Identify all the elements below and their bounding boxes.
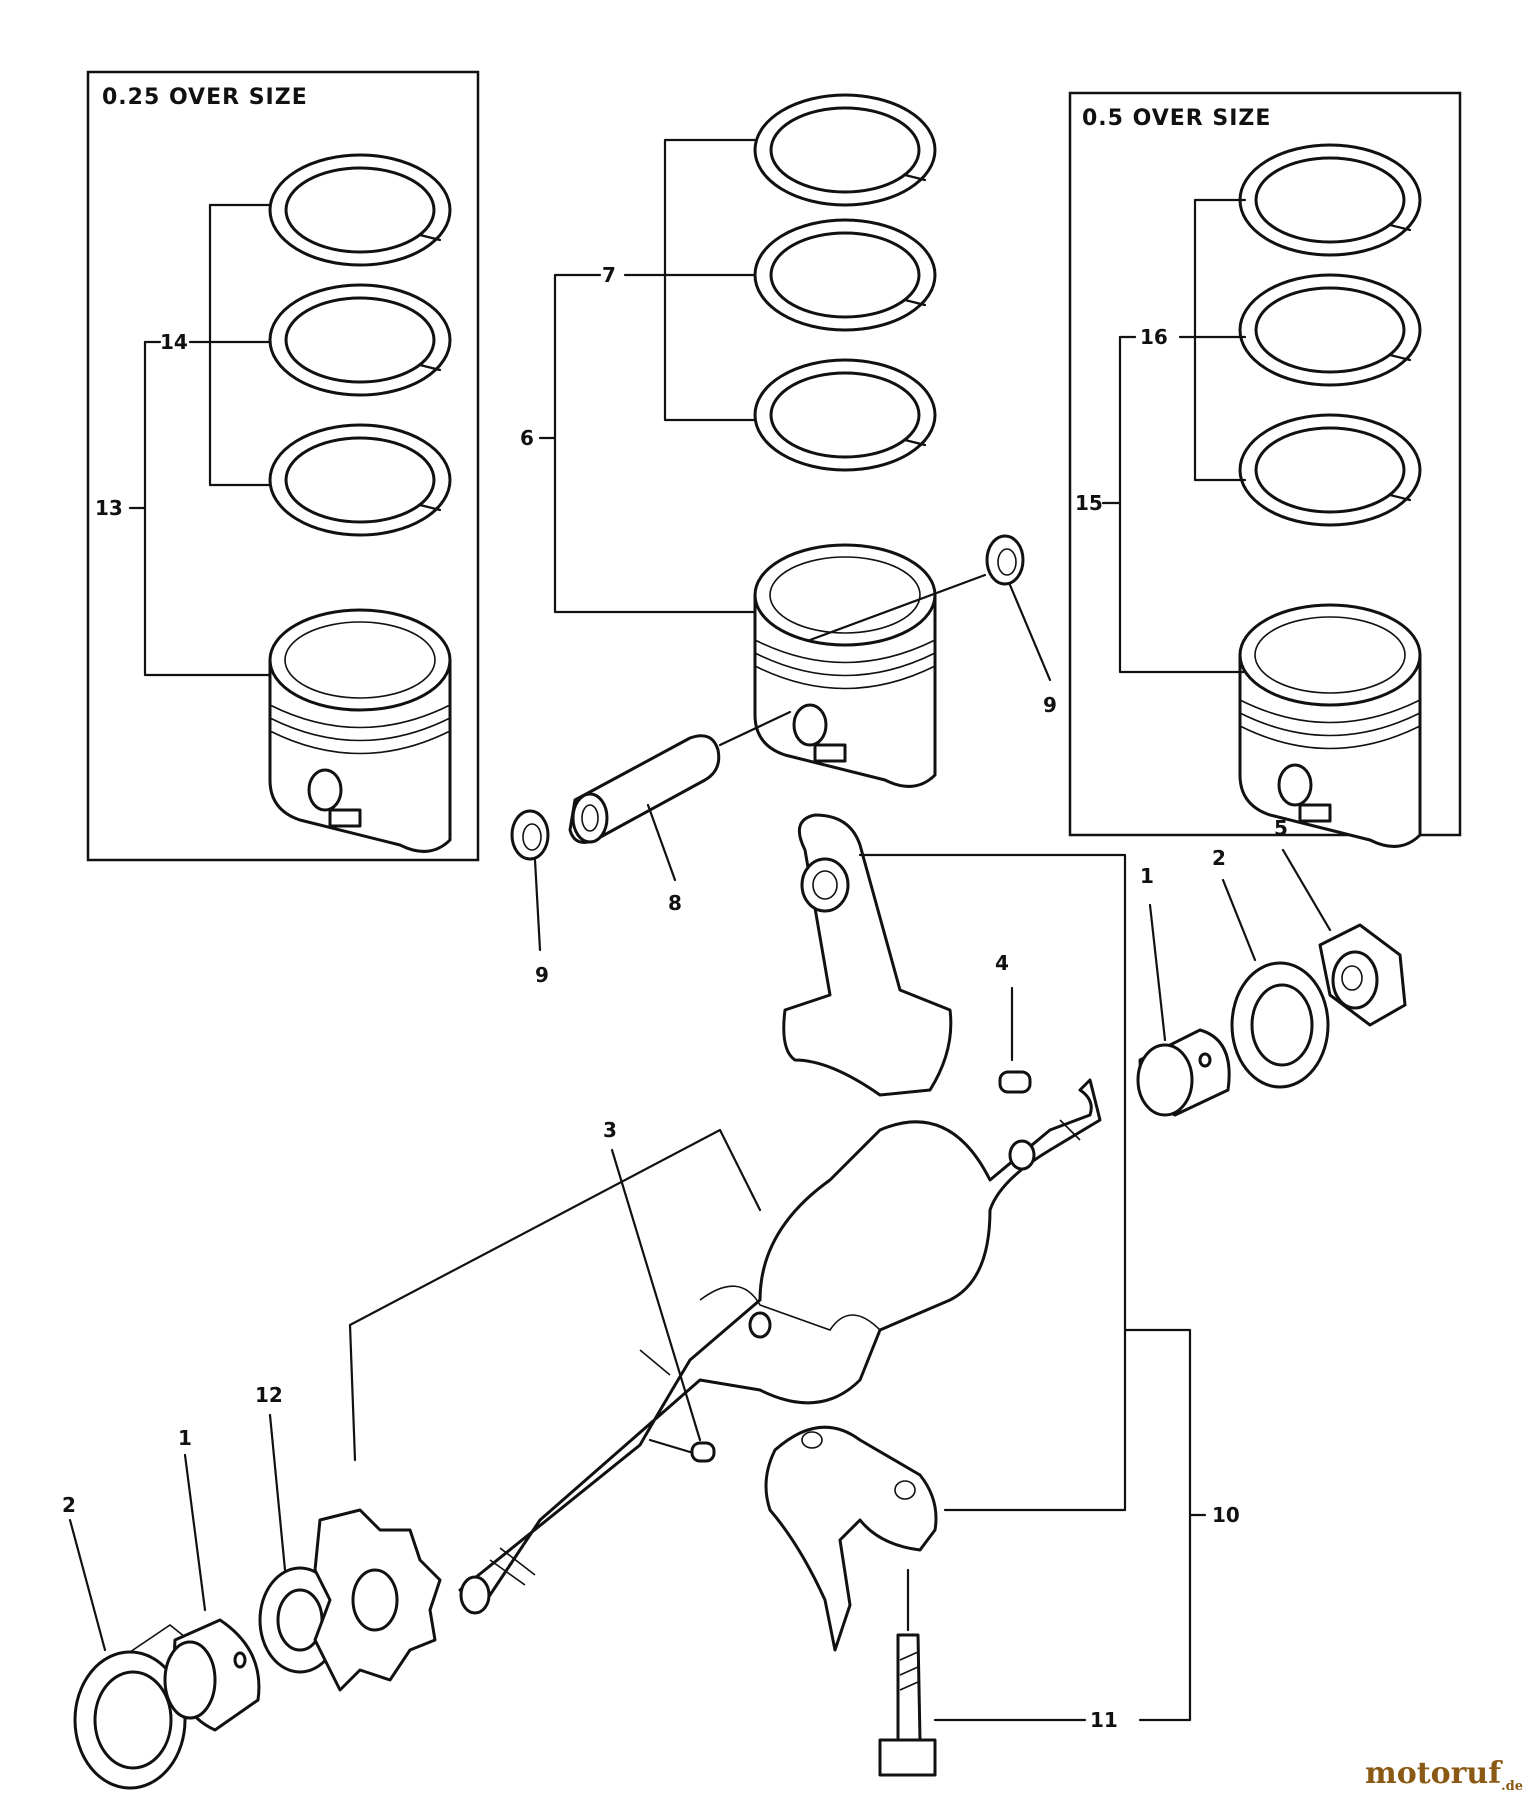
dowel-pin [998, 1070, 1032, 1094]
oversize-box-right-title: 0.5 OVER SIZE [1082, 106, 1271, 131]
connecting-rod-cap [764, 1425, 938, 1652]
leader-1-left [183, 1453, 207, 1612]
callout-10: 10 [1212, 1503, 1240, 1527]
piston-ring-left-1 [268, 153, 452, 267]
piston-right [1238, 603, 1422, 848]
piston-ring-right-2 [1238, 273, 1422, 387]
leader-5 [1281, 848, 1332, 932]
woodruff-key [690, 1441, 716, 1463]
callout-9-lower: 9 [535, 963, 549, 987]
watermark-tld: .de [1501, 1779, 1523, 1794]
leader-9-upper [808, 573, 1052, 682]
callout-2-right: 2 [1212, 846, 1226, 870]
leader-11 [906, 1328, 1207, 1722]
piston-center [753, 543, 937, 788]
leader-2-left [68, 1518, 107, 1652]
piston-ring-center-3 [753, 358, 937, 472]
callout-6: 6 [520, 426, 534, 450]
callout-13: 13 [95, 496, 123, 520]
crankshaft-gear [313, 1508, 442, 1692]
leader-16 [1118, 198, 1247, 482]
piston-pin [568, 734, 721, 844]
crankshaft [458, 1078, 1102, 1615]
leader-1-right [1148, 903, 1167, 1042]
oversize-box-left-title: 0.25 OVER SIZE [102, 85, 308, 110]
leader-14 [143, 203, 272, 487]
callout-1-left: 1 [178, 1426, 192, 1450]
leader-crankshaft [348, 1128, 762, 1462]
callout-9-upper: 9 [1043, 693, 1057, 717]
circlip-lower [510, 809, 550, 861]
leader-15 [1101, 335, 1247, 674]
callout-3: 3 [603, 1118, 617, 1142]
conrod-bolt [878, 1633, 937, 1777]
nut-right [1318, 923, 1407, 1027]
leader-9-lower [533, 858, 542, 952]
bearing-left [73, 1624, 222, 1790]
leader-12 [268, 1413, 287, 1572]
leader-2-right [1221, 878, 1257, 962]
piston-ring-right-3 [1238, 413, 1422, 527]
callout-4: 4 [995, 951, 1009, 975]
callout-1-right: 1 [1140, 864, 1154, 888]
bushing-left [163, 1618, 261, 1732]
leader-8 [646, 710, 792, 882]
callout-12: 12 [255, 1383, 283, 1407]
piston-ring-center-1 [753, 93, 937, 207]
piston-ring-left-3 [268, 423, 452, 537]
piston-ring-right-1 [1238, 143, 1422, 257]
bearing-right [1230, 961, 1330, 1089]
piston-ring-center-2 [753, 218, 937, 332]
callout-2-left: 2 [62, 1493, 76, 1517]
piston-ring-left-2 [268, 283, 452, 397]
connecting-rod [782, 813, 953, 1097]
oversize-box-left [86, 70, 480, 862]
watermark-brand: motoruf [1364, 1756, 1502, 1791]
callout-5: 5 [1274, 816, 1288, 840]
watermark-logo: motoruf.de [1365, 1756, 1523, 1794]
callout-16: 16 [1140, 325, 1168, 349]
leader-6 [538, 273, 757, 614]
piston-left [268, 608, 452, 853]
leader-3 [610, 1148, 702, 1454]
callout-8: 8 [668, 891, 682, 915]
callout-7: 7 [602, 263, 616, 287]
circlip-upper [985, 534, 1025, 586]
bushing-right [1136, 1028, 1231, 1117]
leader-7 [623, 138, 757, 422]
callout-14: 14 [160, 330, 188, 354]
callout-11: 11 [1090, 1708, 1118, 1732]
callout-15: 15 [1075, 491, 1103, 515]
leader-conrod [858, 853, 1127, 1512]
leader-13 [128, 340, 272, 677]
oversize-box-right [1068, 91, 1462, 837]
